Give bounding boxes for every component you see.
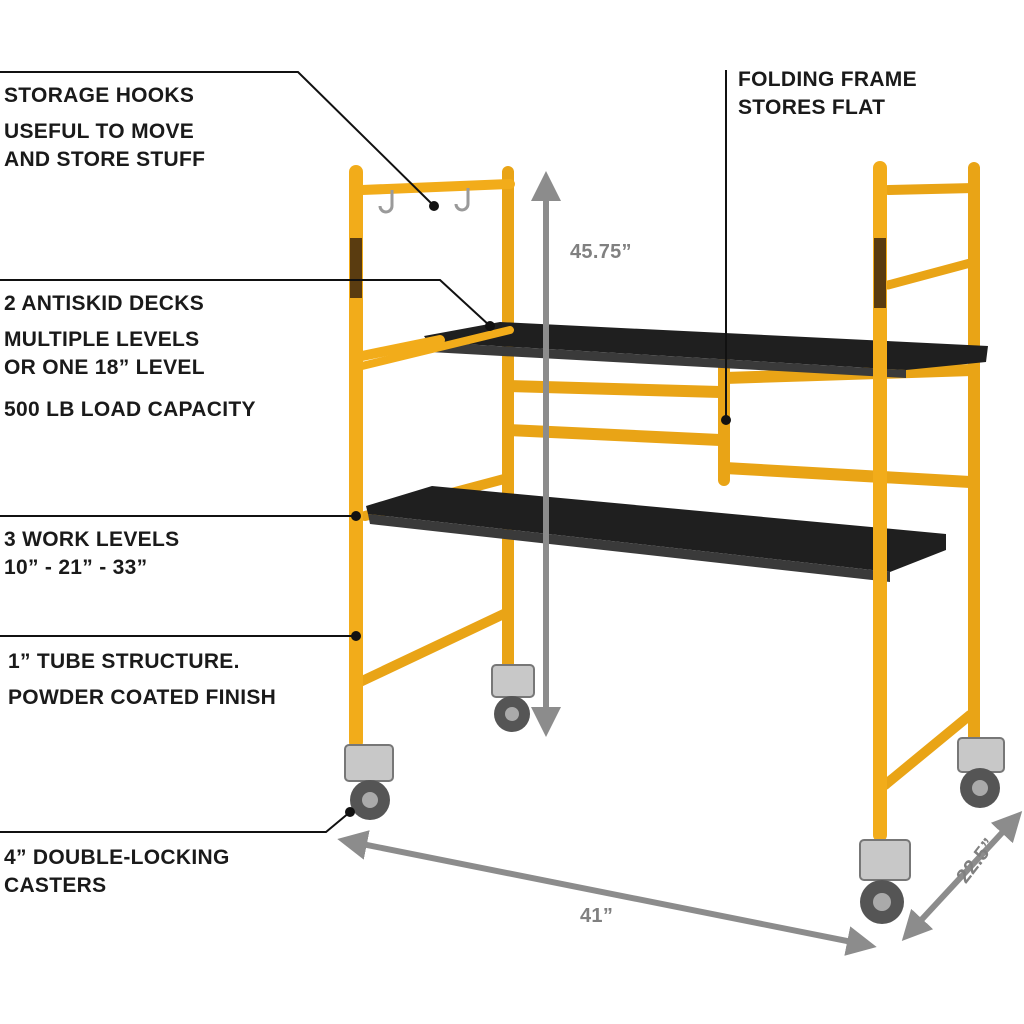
decks-line2: OR ONE 18” LEVEL [4,356,205,379]
callout-dots [345,201,731,817]
casters [344,664,1005,924]
depth-arrow [901,810,1023,942]
storage-hooks-line1: USEFUL TO MOVE [4,120,195,143]
load-capacity: 500 LB LOAD CAPACITY [4,398,256,421]
work-levels-values: 10” - 21” - 33” [4,556,148,579]
folding-frame-line1: FOLDING FRAME [738,68,917,91]
decks-line1: MULTIPLE LEVELS [4,328,200,351]
callout-leaders [0,70,727,833]
work-levels-title: 3 WORK LEVELS [4,528,180,551]
storage-hooks-title: STORAGE HOOKS [4,84,195,107]
casters-line1: 4” DOUBLE-LOCKING [4,846,230,869]
hooks-leader [0,71,435,207]
frame-labels [350,238,886,308]
casters-leader [0,811,351,833]
casters-line2: CASTERS [4,874,107,897]
width-arrow [337,830,877,956]
width-dimension: 41” [580,905,614,927]
decks-leader [0,279,491,327]
height-dimension: 45.75” [570,241,632,263]
tube-structure-line1: 1” TUBE STRUCTURE. [8,650,240,673]
storage-hooks-line2: AND STORE STUFF [4,148,206,171]
folding-frame-line2: STORES FLAT [738,96,886,119]
dimension-arrows [337,171,1023,956]
decks-title: 2 ANTISKID DECKS [4,292,205,315]
storage-hooks [378,188,470,214]
tube-structure-line2: POWDER COATED FINISH [8,686,277,709]
bottom-deck [366,486,946,582]
